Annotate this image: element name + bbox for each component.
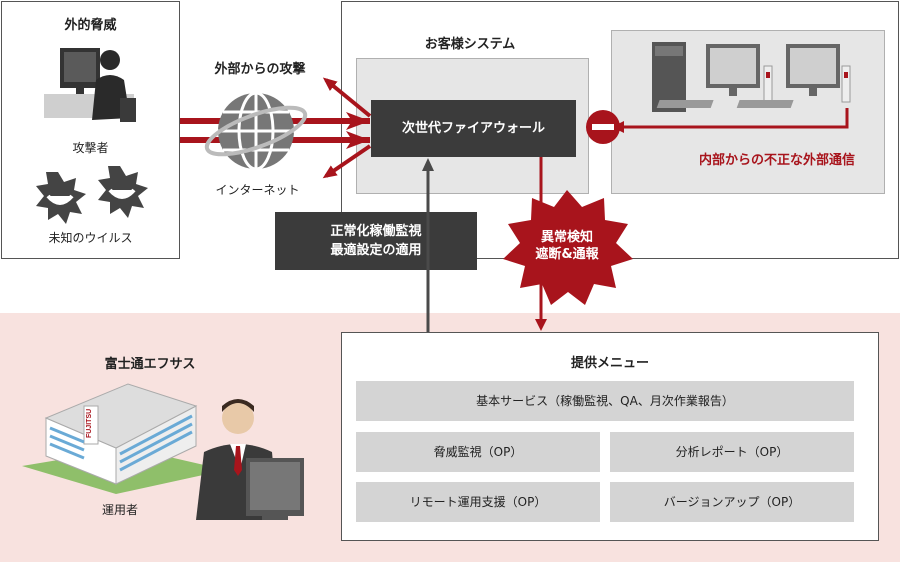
internal-threat-label: 内部からの不正な外部通信 (698, 153, 855, 168)
operator-icon (196, 399, 304, 520)
attacker-icon (44, 48, 136, 122)
menu-item-basic: 基本サービス（稼働監視、QA、月次作業報告） (356, 381, 854, 421)
virus-icon (36, 166, 148, 224)
monitoring-line2: 最適設定の適用 (330, 243, 422, 258)
monitoring-line1: 正常化稼働監視 (330, 224, 422, 239)
external-attack-label: 外部からの攻撃 (214, 62, 306, 77)
firewall-label: 次世代ファイアウォール (401, 121, 545, 136)
firewall-box: 次世代ファイアウォール (371, 100, 576, 157)
virus-label: 未知のウイルス (48, 231, 133, 245)
detection-line1: 異常検知 (540, 230, 593, 245)
fujitsu-title: 富士通エフサス (104, 357, 196, 372)
block-icon (586, 110, 620, 144)
globe-icon (204, 91, 308, 171)
building-icon: FUJITSU (22, 383, 226, 494)
building-sign: FUJITSU (86, 409, 93, 438)
menu-item-analysis-report: 分析レポート（OP） (610, 432, 854, 472)
pc-icon (656, 44, 773, 108)
internet-label: インターネット (215, 183, 300, 197)
external-threats-title: 外的脅威 (64, 18, 117, 33)
menu-item-threat-monitoring: 脅威監視（OP） (356, 432, 600, 472)
pc-icon (736, 44, 851, 108)
detection-text: 異常検知 遮断&通報 (520, 229, 614, 263)
service-menu-title: 提供メニュー (570, 356, 649, 371)
detection-starburst (503, 190, 633, 305)
operator-label: 運用者 (101, 503, 138, 517)
customer-system-title: お客様システム (424, 37, 516, 52)
attacker-label: 攻撃者 (72, 141, 109, 155)
menu-item-version-up: バージョンアップ（OP） (610, 482, 854, 522)
monitoring-arrow-head (422, 158, 434, 171)
monitoring-box: 正常化稼働監視 最適設定の適用 (275, 212, 477, 270)
alert-arrow-head (535, 319, 547, 331)
external-threats-panel (1, 1, 180, 259)
internal-outbound-arrow (612, 108, 849, 133)
detection-line2: 遮断&通報 (535, 247, 599, 262)
menu-item-remote-support: リモート運用支援（OP） (356, 482, 600, 522)
